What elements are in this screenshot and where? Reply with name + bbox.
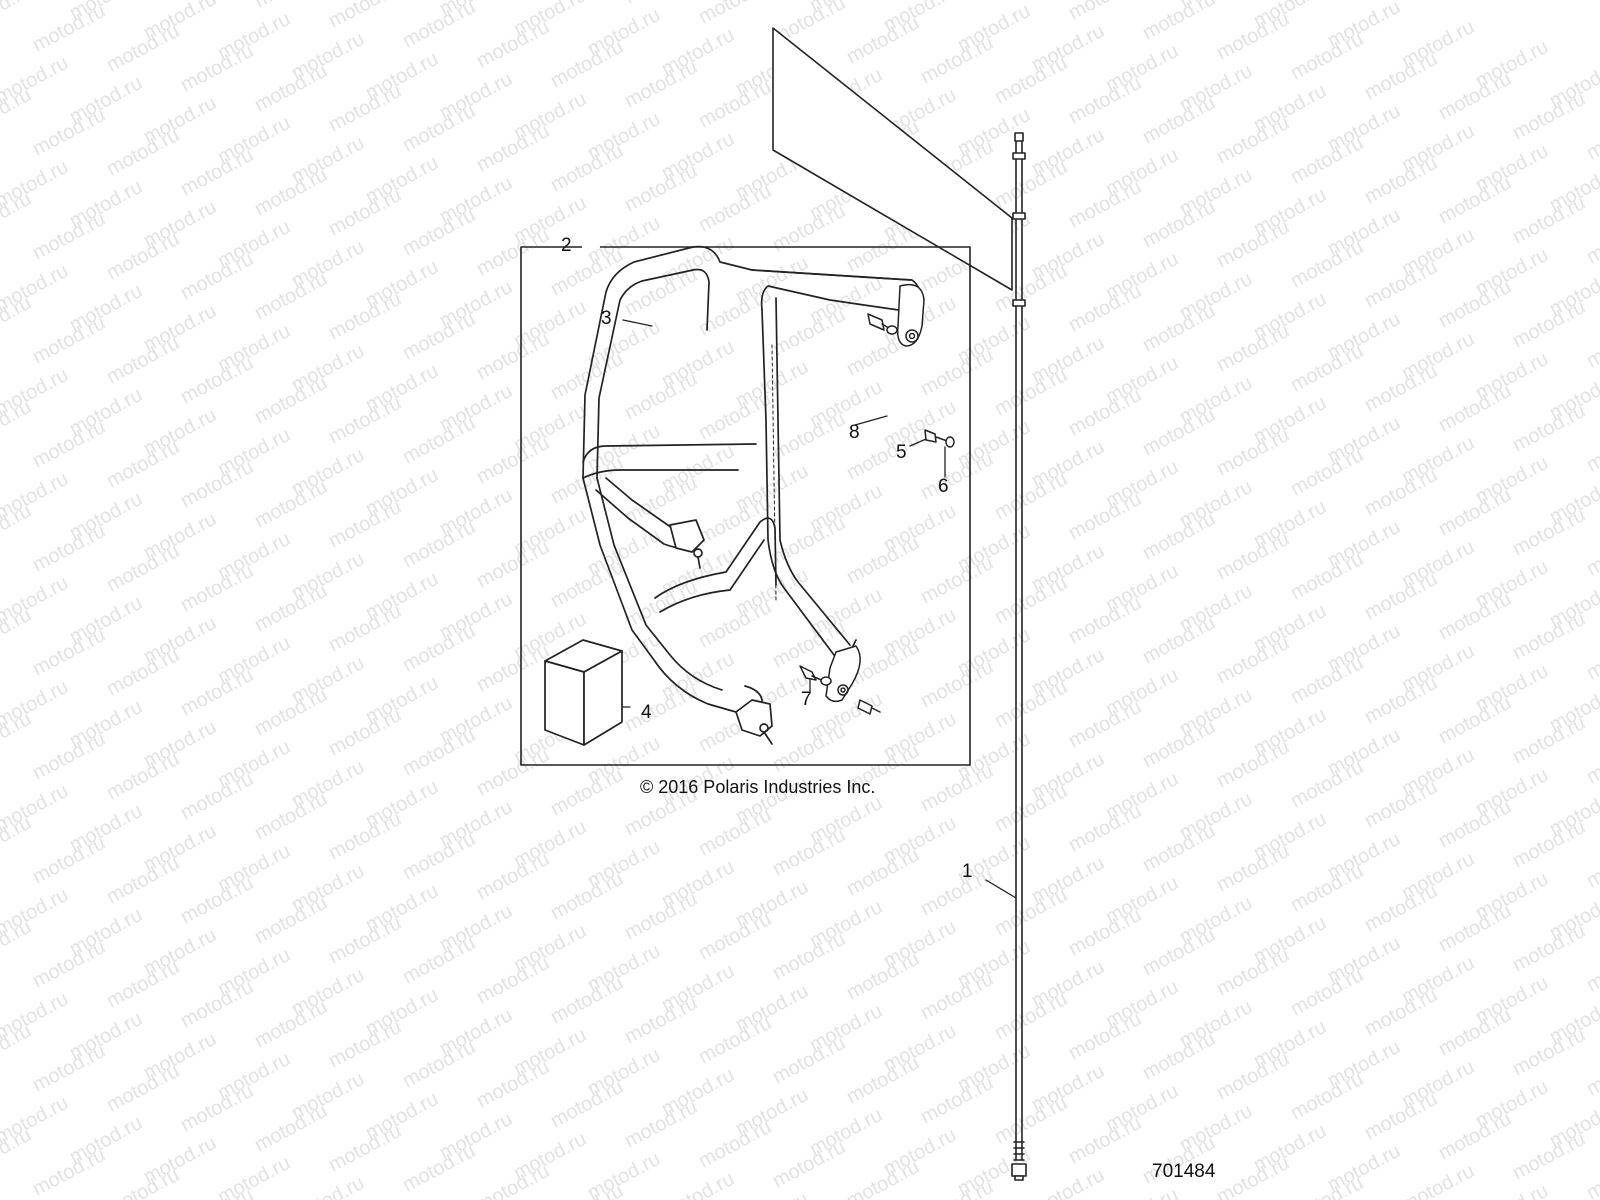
callout-1: 1 [962, 861, 973, 882]
callout-2: 2 [561, 235, 572, 256]
hardware-box [544, 639, 623, 746]
diagram-reference-number: 701484 [1152, 1161, 1216, 1182]
callout-3: 3 [601, 308, 612, 329]
mount-bracket-upper [867, 283, 955, 448]
copyright-notice: © 2016 Polaris Industries Inc. [640, 777, 876, 797]
leader-lines [582, 245, 1017, 899]
flag-panel [772, 27, 1013, 291]
callout-7: 7 [801, 689, 812, 710]
callout-8: 8 [849, 422, 860, 443]
callout-6: 6 [938, 476, 949, 497]
callout-5: 5 [896, 442, 907, 463]
mount-bracket-lower [799, 645, 881, 715]
whip-rod [1011, 132, 1027, 1181]
rack-tube-3 [582, 245, 921, 745]
kit-frame [520, 246, 971, 766]
callout-4: 4 [641, 702, 652, 723]
